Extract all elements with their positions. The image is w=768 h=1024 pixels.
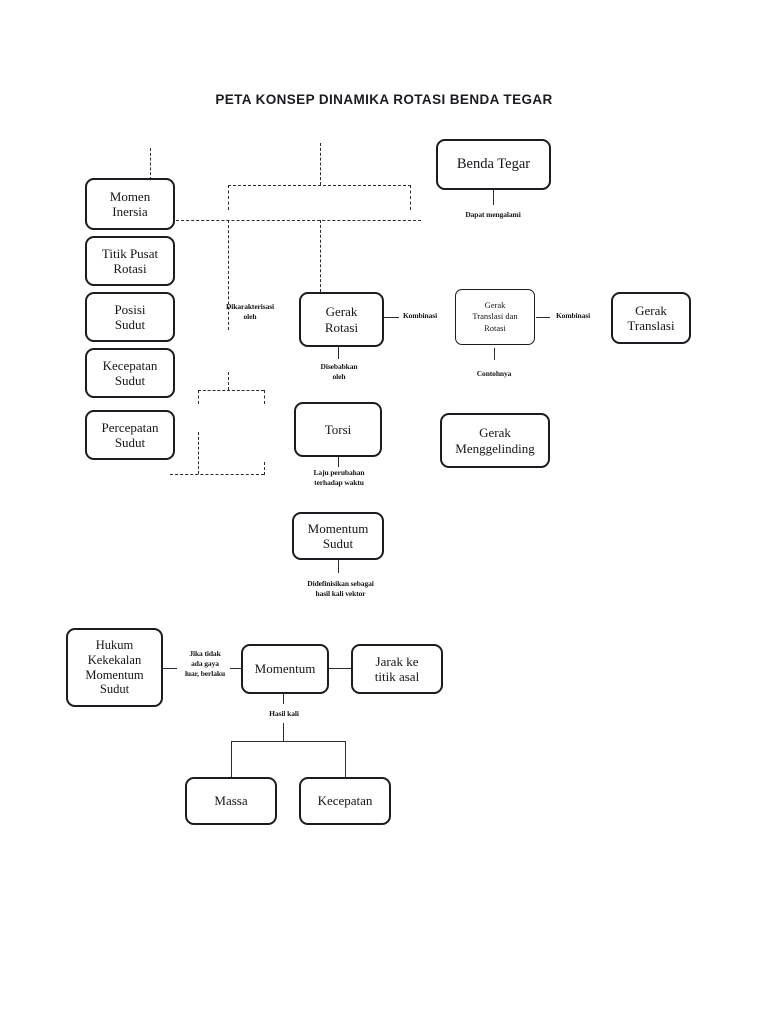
connector-lower-bracket-stem bbox=[228, 372, 229, 390]
connector-kombinasi-to-gerak-translasi bbox=[536, 317, 550, 318]
node-gerak-translasi[interactable]: Gerak Translasi bbox=[611, 292, 691, 344]
node-percepatan-sudut[interactable]: Percepatan Sudut bbox=[85, 410, 175, 460]
node-benda-tegar[interactable]: Benda Tegar bbox=[436, 139, 551, 190]
node-kecepatan[interactable]: Kecepatan bbox=[299, 777, 391, 825]
connector-label-hasil-kali: Hasil kali bbox=[269, 709, 299, 718]
node-gerak-menggelinding[interactable]: Gerak Menggelinding bbox=[440, 413, 550, 468]
node-label: Gerak Translasi bbox=[627, 302, 675, 333]
connector-torsi-to-momentum-sudut bbox=[338, 457, 339, 467]
connector-label-dapat-mengalami: Dapat mengalami bbox=[465, 210, 521, 219]
connector-hasilkali-stem bbox=[283, 723, 284, 741]
connector-momentum-sudut-down bbox=[338, 560, 339, 573]
connector-bracket-top bbox=[228, 185, 411, 186]
node-momen-inersia[interactable]: Momen Inersia bbox=[85, 178, 175, 230]
connector-label-kombinasi-kiri: Kombinasi bbox=[402, 311, 438, 320]
connector-gerak-rotasi-to-torsi bbox=[338, 347, 339, 359]
connector-label-disebabkan-oleh: Disebabkan oleh bbox=[320, 362, 358, 381]
connector-line-to-gerak-rotasi bbox=[320, 220, 321, 292]
connector-label-didefinisikan-sebagai: Didefinisikan sebagai hasil kali vektor bbox=[307, 579, 374, 598]
connector-spine-horizontal bbox=[176, 220, 421, 221]
connector-bracket-top-left-leg bbox=[228, 185, 229, 210]
node-label: Hukum Kekekalan Momentum Sudut bbox=[85, 638, 144, 697]
node-torsi[interactable]: Torsi bbox=[294, 402, 382, 457]
page-title: PETA KONSEP DINAMIKA ROTASI BENDA TEGAR bbox=[215, 92, 553, 107]
connector-hukum-to-momentum bbox=[163, 668, 177, 669]
node-label: Momentum bbox=[254, 661, 316, 677]
connector-hasilkali-to-massa bbox=[231, 741, 232, 778]
node-label: Posisi Sudut bbox=[114, 301, 146, 332]
node-label: Titik Pusat Rotasi bbox=[101, 245, 159, 276]
connector-lower-bracket-bottom bbox=[170, 474, 264, 475]
node-posisi-sudut[interactable]: Posisi Sudut bbox=[85, 292, 175, 342]
connector-label-kombinasi-kanan: Kombinasi bbox=[555, 311, 591, 320]
connector-label-dikarakterisasi-oleh: Dikarakterisasi oleh bbox=[225, 302, 275, 321]
node-label: Torsi bbox=[324, 421, 352, 437]
node-label: Massa bbox=[214, 793, 248, 809]
connector-gerak-rotasi-to-kombinasi bbox=[384, 317, 399, 318]
connector-contohnya bbox=[494, 348, 495, 360]
connector-label-laju-perubahan: Laju perubahan terhadap waktu bbox=[313, 468, 365, 487]
node-label: Jarak ke titik asal bbox=[374, 653, 420, 684]
node-label: Benda Tegar bbox=[456, 155, 531, 172]
connector-line-dikarakterisasi bbox=[228, 220, 229, 330]
node-label: Gerak Translasi dan Rotasi bbox=[472, 299, 518, 333]
node-label: Gerak Rotasi bbox=[324, 304, 359, 335]
node-gerak-translasi-dan-rotasi[interactable]: Gerak Translasi dan Rotasi bbox=[455, 289, 535, 345]
connector-benda-tegar-down bbox=[493, 190, 494, 205]
connector-label-to-momentum bbox=[230, 668, 242, 669]
node-massa[interactable]: Massa bbox=[185, 777, 277, 825]
node-gerak-rotasi[interactable]: Gerak Rotasi bbox=[299, 292, 384, 347]
connector-lower-bracket-left-leg bbox=[198, 390, 199, 404]
connector-label-contohnya: Contohnya bbox=[476, 369, 512, 378]
node-momentum-sudut[interactable]: Momentum Sudut bbox=[292, 512, 384, 560]
node-label: Momen Inersia bbox=[109, 188, 151, 219]
node-label: Momentum Sudut bbox=[307, 520, 369, 551]
node-jarak-ke-titik-asal[interactable]: Jarak ke titik asal bbox=[351, 644, 443, 694]
connector-momentum-to-jarak bbox=[329, 668, 351, 669]
node-label: Kecepatan Sudut bbox=[102, 357, 158, 388]
node-label: Gerak Menggelinding bbox=[455, 425, 535, 456]
node-label: Kecepatan bbox=[317, 793, 373, 809]
node-kecepatan-sudut[interactable]: Kecepatan Sudut bbox=[85, 348, 175, 398]
node-hukum-kekekalan-momentum-sudut[interactable]: Hukum Kekekalan Momentum Sudut bbox=[66, 628, 163, 707]
connector-lower-bracket-bottom-right-leg bbox=[264, 462, 265, 475]
connector-lower-bracket-right-leg bbox=[264, 390, 265, 404]
connector-momentum-down bbox=[283, 694, 284, 704]
connector-hasilkali-split bbox=[231, 741, 345, 742]
connector-label-jika-tidak-ada-gaya: Jika tidak ada gaya luar, berlaku bbox=[184, 649, 226, 678]
node-titik-pusat-rotasi[interactable]: Titik Pusat Rotasi bbox=[85, 236, 175, 286]
node-label: Percepatan Sudut bbox=[101, 419, 159, 450]
connector-line-top-center-stem bbox=[320, 143, 321, 185]
connector-hasilkali-to-kecepatan bbox=[345, 741, 346, 778]
connector-lower-bracket-inner-stem bbox=[198, 432, 199, 474]
node-momentum[interactable]: Momentum bbox=[241, 644, 329, 694]
connector-line-momen-inersia-top bbox=[150, 148, 151, 180]
connector-bracket-top-right-leg bbox=[410, 185, 411, 210]
connector-lower-bracket-top bbox=[198, 390, 264, 391]
